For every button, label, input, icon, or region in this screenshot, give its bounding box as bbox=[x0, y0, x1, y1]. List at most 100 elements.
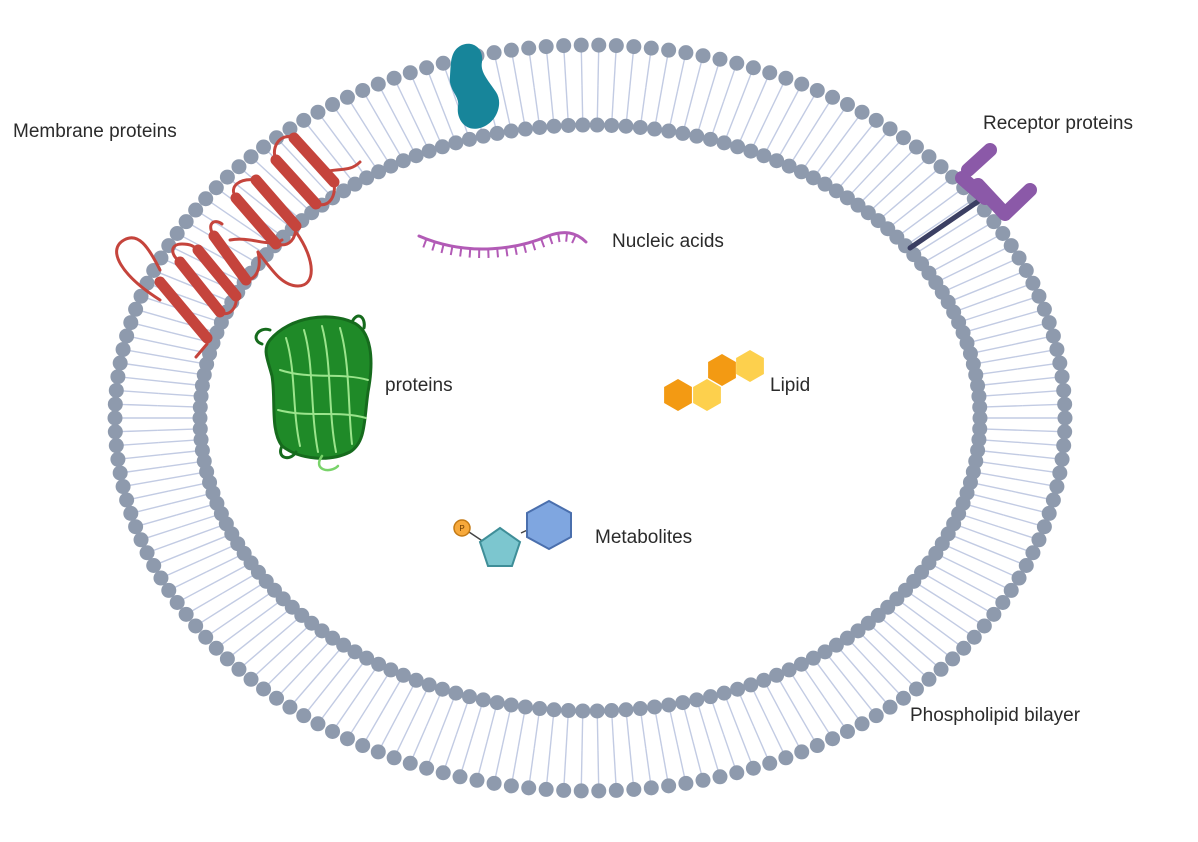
lipid-head bbox=[435, 139, 450, 154]
lipid-tail bbox=[872, 185, 898, 209]
lipid-tail bbox=[630, 750, 633, 785]
lipid-tail bbox=[968, 505, 1003, 515]
lipid-head bbox=[539, 782, 554, 797]
lipid-tail bbox=[122, 391, 159, 394]
lipid-head bbox=[644, 41, 659, 56]
lipid-head bbox=[729, 56, 744, 71]
lipid-tail bbox=[655, 712, 661, 746]
lipid-head bbox=[504, 778, 519, 793]
lipid-head bbox=[730, 139, 745, 154]
lipid-head bbox=[717, 135, 732, 150]
lipid-tail bbox=[981, 462, 1018, 467]
lipid-tail bbox=[981, 561, 1014, 576]
lipid-head bbox=[436, 765, 451, 780]
lipid-tail bbox=[329, 656, 351, 684]
lipid-head bbox=[170, 595, 185, 610]
lipid-head bbox=[609, 38, 624, 53]
lipid-tail bbox=[518, 90, 524, 124]
lipid-head bbox=[521, 780, 536, 795]
lipid-tail bbox=[445, 735, 456, 768]
lipid-tail bbox=[350, 704, 369, 734]
lipid-head bbox=[113, 465, 128, 480]
lipid-head bbox=[661, 43, 676, 58]
lipid-tail bbox=[1018, 364, 1055, 369]
lipid-tail bbox=[267, 660, 292, 685]
lipid-tail bbox=[381, 716, 397, 747]
lipid-head bbox=[256, 140, 271, 155]
lipid-tail bbox=[920, 633, 948, 655]
lipid-head bbox=[574, 38, 589, 53]
lipid-head bbox=[1056, 438, 1071, 453]
lipid-head bbox=[153, 571, 168, 586]
lipid-tail bbox=[779, 680, 797, 711]
lipid-head bbox=[604, 703, 619, 718]
lipid-head bbox=[355, 83, 370, 98]
lipid-tail bbox=[210, 614, 240, 634]
lipid-tail bbox=[160, 381, 197, 385]
lipid-tail bbox=[136, 324, 172, 333]
lipid-tail bbox=[677, 744, 684, 778]
lipid-tail bbox=[165, 473, 201, 479]
lipid-head bbox=[909, 140, 924, 155]
lipid-head bbox=[462, 689, 477, 704]
lipid-head bbox=[476, 692, 491, 707]
lipid-head bbox=[387, 750, 402, 765]
lipid-head bbox=[403, 65, 418, 80]
lipid-head bbox=[661, 697, 676, 712]
lipid-tail bbox=[887, 660, 912, 685]
lipid-head bbox=[1049, 479, 1064, 494]
lipid-head bbox=[244, 672, 259, 687]
lipid-head bbox=[840, 724, 855, 739]
lipid-tail bbox=[981, 260, 1014, 275]
lipid-tail bbox=[974, 248, 1007, 264]
lipid-head bbox=[1057, 397, 1072, 412]
lipid-tail bbox=[174, 572, 207, 588]
lipid-tail bbox=[582, 716, 583, 751]
lipid-tail bbox=[655, 90, 661, 124]
lipid-tail bbox=[768, 721, 783, 753]
lipid-head bbox=[325, 97, 340, 112]
lipid-tail bbox=[940, 614, 970, 634]
lipid-head bbox=[883, 700, 898, 715]
lipid-head bbox=[140, 545, 155, 560]
lipid-tail bbox=[534, 88, 539, 123]
lipid-tail bbox=[240, 593, 270, 613]
lipid-tail bbox=[564, 750, 566, 785]
lipid-head bbox=[435, 682, 450, 697]
lipid-head bbox=[703, 689, 718, 704]
lipid-tail bbox=[753, 690, 768, 722]
lipid-tail bbox=[984, 393, 1021, 396]
lipid-tail bbox=[397, 120, 413, 151]
lipid-tail bbox=[547, 52, 550, 87]
lipid-tail bbox=[141, 311, 176, 321]
lipid-head bbox=[504, 124, 519, 139]
lipid-tail bbox=[160, 451, 197, 455]
lipid-head bbox=[188, 203, 203, 218]
lipid-head bbox=[310, 105, 325, 120]
lipid-head bbox=[591, 783, 606, 798]
lipid-hexagon bbox=[664, 379, 692, 411]
lipid-tail bbox=[851, 168, 875, 194]
lipid-head bbox=[661, 778, 676, 793]
lipid-head bbox=[119, 493, 134, 508]
lipid-head bbox=[108, 397, 123, 412]
lipid-tail bbox=[365, 710, 383, 741]
lipid-tail bbox=[684, 708, 693, 742]
lipid-tail bbox=[614, 51, 616, 86]
lipid-head bbox=[590, 703, 605, 718]
lipid-tail bbox=[529, 53, 534, 88]
nucleotide-tick bbox=[451, 246, 453, 255]
lipid-tail bbox=[426, 110, 440, 142]
lipid-tail bbox=[726, 698, 739, 731]
lipid-tail bbox=[293, 676, 316, 703]
lipid-head bbox=[626, 782, 641, 797]
lipid-head bbox=[678, 45, 693, 60]
label-metabolites: Metabolites bbox=[595, 527, 692, 549]
lipid-tail bbox=[1004, 311, 1039, 321]
lipid-head bbox=[1037, 519, 1052, 534]
lipid-head bbox=[419, 761, 434, 776]
lipid-tail bbox=[412, 115, 427, 147]
lipid-head bbox=[675, 126, 690, 141]
lipid-tail bbox=[200, 604, 231, 623]
